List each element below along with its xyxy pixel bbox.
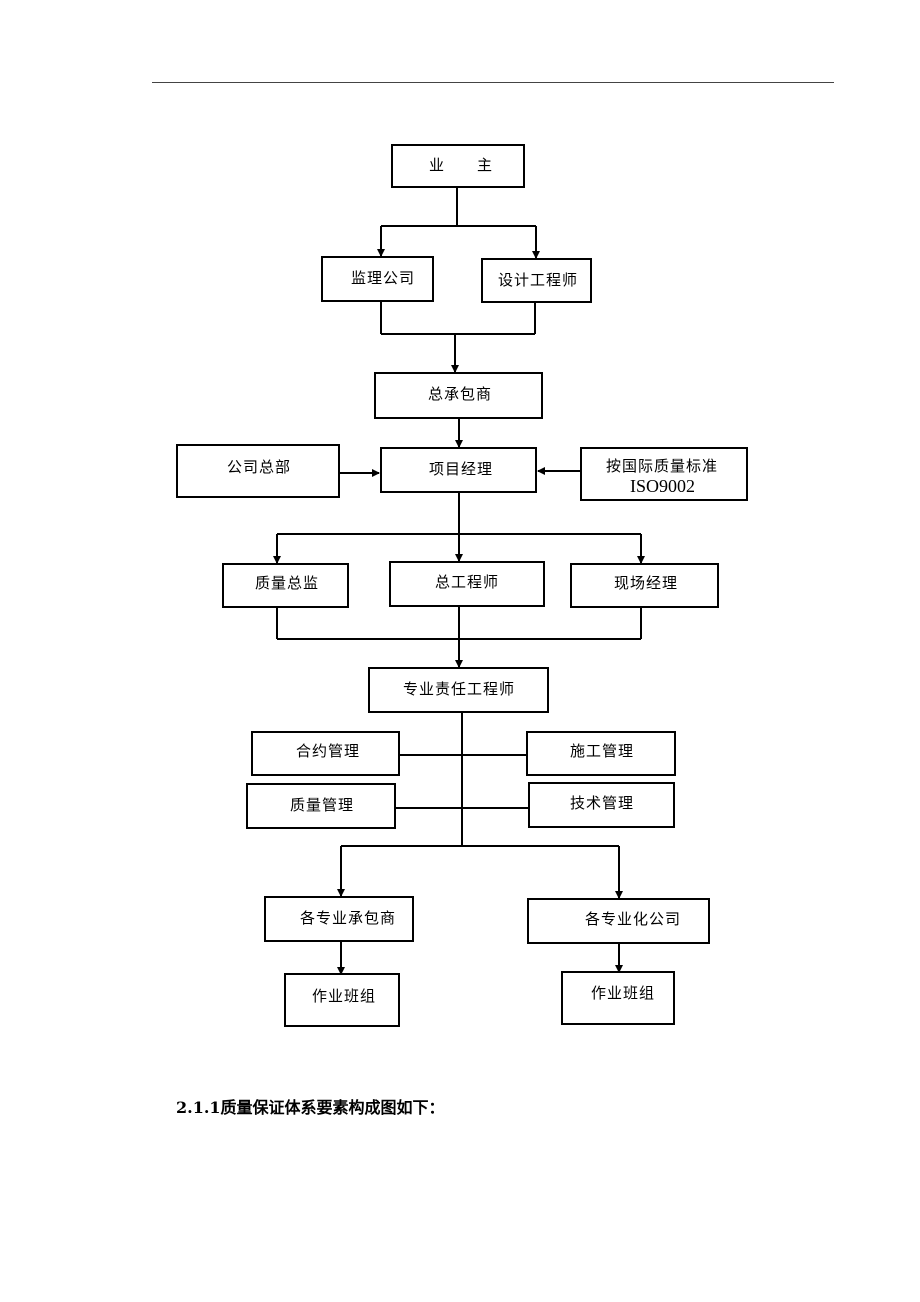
node-iso-standard-line2: ISO9002	[630, 476, 696, 496]
node-site-manager: 现场经理	[570, 563, 719, 608]
node-supervision-label: 监理公司	[351, 269, 416, 287]
node-quality-director: 质量总监	[222, 563, 349, 608]
node-general-contractor-label: 总承包商	[428, 385, 493, 403]
node-contract-mgmt-label: 合约管理	[296, 742, 361, 760]
header-rule	[152, 82, 834, 83]
node-work-team-right-label: 作业班组	[591, 984, 656, 1002]
node-iso-standard: 按国际质量标准 ISO9002	[580, 447, 748, 501]
node-quality-director-label: 质量总监	[255, 574, 320, 592]
node-company-hq: 公司总部	[176, 444, 340, 498]
node-subcontractors-label: 各专业承包商	[300, 909, 397, 927]
node-discipline-engineer-label: 专业责任工程师	[403, 680, 516, 698]
node-work-team-left-label: 作业班组	[312, 987, 377, 1005]
node-construction-mgmt-label: 施工管理	[570, 742, 635, 760]
node-designer-label: 设计工程师	[498, 271, 579, 289]
node-work-team-right: 作业班组	[561, 971, 675, 1025]
node-company-hq-label: 公司总部	[227, 458, 292, 476]
node-project-manager: 项目经理	[380, 447, 537, 493]
node-supervision: 监理公司	[321, 256, 434, 302]
node-owner-label: 业 主	[429, 156, 494, 174]
node-site-manager-label: 现场经理	[614, 574, 679, 592]
node-owner: 业 主	[391, 144, 525, 188]
node-subcontractors: 各专业承包商	[264, 896, 414, 942]
node-designer: 设计工程师	[481, 258, 592, 303]
node-chief-engineer-label: 总工程师	[435, 573, 500, 591]
section-caption: 2.1.1质量保证体系要素构成图如下：	[176, 1098, 445, 1117]
node-general-contractor: 总承包商	[374, 372, 543, 419]
node-technical-mgmt: 技术管理	[528, 782, 675, 828]
node-specialized-companies-label: 各专业化公司	[585, 910, 682, 928]
node-iso-standard-line1: 按国际质量标准	[606, 457, 719, 475]
node-quality-mgmt: 质量管理	[246, 783, 396, 829]
node-technical-mgmt-label: 技术管理	[570, 794, 635, 812]
node-construction-mgmt: 施工管理	[526, 731, 676, 776]
node-chief-engineer: 总工程师	[389, 561, 545, 607]
node-contract-mgmt: 合约管理	[251, 731, 400, 776]
node-work-team-left: 作业班组	[284, 973, 400, 1027]
node-specialized-companies: 各专业化公司	[527, 898, 710, 944]
node-discipline-engineer: 专业责任工程师	[368, 667, 549, 713]
node-quality-mgmt-label: 质量管理	[290, 796, 355, 814]
node-project-manager-label: 项目经理	[429, 460, 494, 478]
